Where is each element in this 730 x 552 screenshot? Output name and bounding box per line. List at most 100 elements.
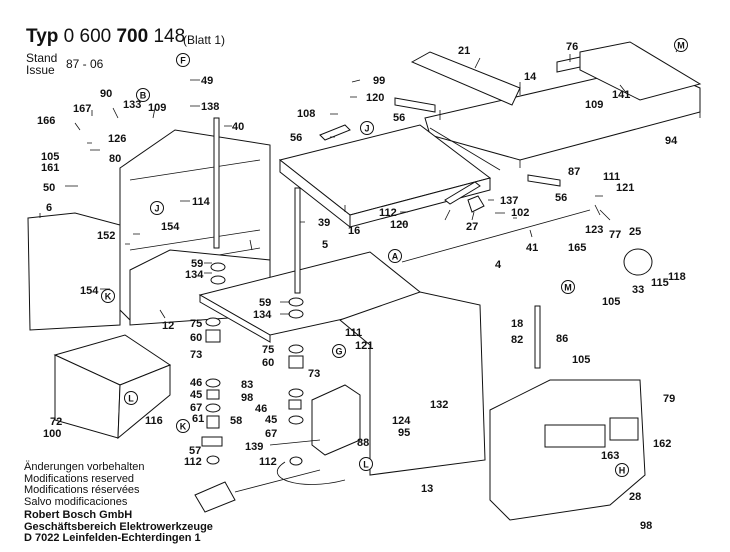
part-label: 6 xyxy=(46,202,52,214)
part-label: 112 xyxy=(379,207,397,219)
modification-notes: Änderungen vorbehalten Modifications res… xyxy=(24,461,145,508)
leader-lines xyxy=(39,44,681,319)
stand-issue-labels: Stand Issue xyxy=(26,52,57,76)
part-label: 76 xyxy=(566,41,578,53)
part-label: 60 xyxy=(190,332,202,344)
part-label: 99 xyxy=(373,75,385,87)
sheet-label: (Blatt 1) xyxy=(183,33,226,47)
part-label: 73 xyxy=(190,349,202,361)
part-label: 109 xyxy=(585,99,603,111)
part-label: 75 xyxy=(190,318,202,330)
part-label: 166 xyxy=(37,115,55,127)
svg-text:M: M xyxy=(564,283,572,293)
callout-M: M xyxy=(561,280,575,294)
part-label: 161 xyxy=(41,162,59,174)
svg-text:L: L xyxy=(363,460,369,470)
part-label: 33 xyxy=(632,284,644,296)
callout-M: M xyxy=(674,38,688,52)
part-label: 98 xyxy=(640,520,652,532)
part-label: 126 xyxy=(108,133,126,145)
part-label: 134 xyxy=(185,269,204,281)
company-line: Robert Bosch GmbH xyxy=(24,509,133,521)
part-label: 46 xyxy=(190,377,202,389)
part-cable xyxy=(234,461,346,493)
part-label: 120 xyxy=(366,92,384,104)
part-label: 57 xyxy=(189,445,201,457)
part-label: 16 xyxy=(348,225,360,237)
part-plate-56 xyxy=(394,97,436,113)
callout-markers: F B J J M M A G K K L L H xyxy=(101,38,688,477)
part-strip-86 xyxy=(534,305,541,369)
part-label: 132 xyxy=(430,399,448,411)
part-label: 114 xyxy=(192,196,211,208)
stand-label: Stand xyxy=(26,51,58,65)
type-prefix: Typ xyxy=(26,26,59,47)
part-label: 72 xyxy=(50,416,62,428)
part-label: 98 xyxy=(241,392,253,404)
callout-H: H xyxy=(615,463,629,477)
part-label: 4 xyxy=(495,259,502,271)
part-label: 61 xyxy=(192,413,204,425)
part-mains-plug xyxy=(194,481,236,513)
part-label: 138 xyxy=(201,101,219,113)
svg-text:J: J xyxy=(154,204,159,214)
part-label: 163 xyxy=(601,450,619,462)
part-label: 95 xyxy=(398,427,410,439)
part-plate-56 xyxy=(444,181,481,205)
part-label: 59 xyxy=(191,258,203,270)
part-label: 88 xyxy=(357,437,369,449)
issue-value: 87 - 06 xyxy=(66,57,104,71)
svg-text:H: H xyxy=(619,466,626,476)
part-label: 75 xyxy=(262,344,274,356)
part-label: 49 xyxy=(201,75,213,87)
part-label: 73 xyxy=(308,368,320,380)
part-label: 87 xyxy=(568,166,580,178)
part-label: 123 xyxy=(585,224,603,236)
part-label: 39 xyxy=(318,217,330,229)
note-line: Änderungen vorbehalten xyxy=(24,461,145,473)
part-drawings xyxy=(27,41,702,521)
part-label: 28 xyxy=(629,491,641,503)
part-label: 100 xyxy=(43,428,61,440)
part-label: 59 xyxy=(259,297,271,309)
callout-G: G xyxy=(332,344,346,358)
part-label: 134 xyxy=(253,309,272,321)
part-label: 165 xyxy=(568,242,586,254)
part-label: 5 xyxy=(322,239,328,251)
part-label: 137 xyxy=(500,195,518,207)
part-label: 56 xyxy=(290,132,302,144)
part-label: 109 xyxy=(148,102,166,114)
svg-text:F: F xyxy=(180,56,186,66)
part-label: 105 xyxy=(572,354,590,366)
part-frame-13 xyxy=(339,291,486,476)
note-line: Modifications réservées xyxy=(24,484,140,496)
part-label: 111 xyxy=(603,171,620,183)
part-label: 139 xyxy=(245,441,263,453)
part-label: 167 xyxy=(73,103,91,115)
part-label: 154 xyxy=(161,221,180,233)
part-label: 77 xyxy=(609,229,621,241)
part-label: 105 xyxy=(602,296,620,308)
part-label: 116 xyxy=(145,415,163,427)
part-rod-41 xyxy=(401,209,591,263)
company-line: D 7022 Leinfelden-Echterdingen 1 xyxy=(24,532,201,544)
part-label: 112 xyxy=(259,456,277,468)
svg-text:A: A xyxy=(392,252,399,262)
callout-L: L xyxy=(124,391,138,405)
part-label: 45 xyxy=(190,389,202,401)
part-panel-6 xyxy=(27,212,121,331)
type-number-c: 148 xyxy=(153,26,186,47)
part-label: 13 xyxy=(421,483,433,495)
svg-text:J: J xyxy=(364,124,369,134)
part-label: 79 xyxy=(663,393,675,405)
part-label: 56 xyxy=(555,192,567,204)
part-plate-56 xyxy=(527,174,561,187)
part-number-labels: 49 138 40 90 133 109 167 166 126 105 161… xyxy=(37,41,686,532)
part-label: 14 xyxy=(524,71,537,83)
company-line: Geschäftsbereich Elektrowerkzeuge xyxy=(24,520,213,533)
part-label: 40 xyxy=(232,121,244,133)
part-label: 82 xyxy=(511,334,523,346)
type-number: Typ 0 600 700 148 xyxy=(26,26,185,48)
svg-text:K: K xyxy=(180,422,187,432)
svg-text:G: G xyxy=(335,347,342,357)
